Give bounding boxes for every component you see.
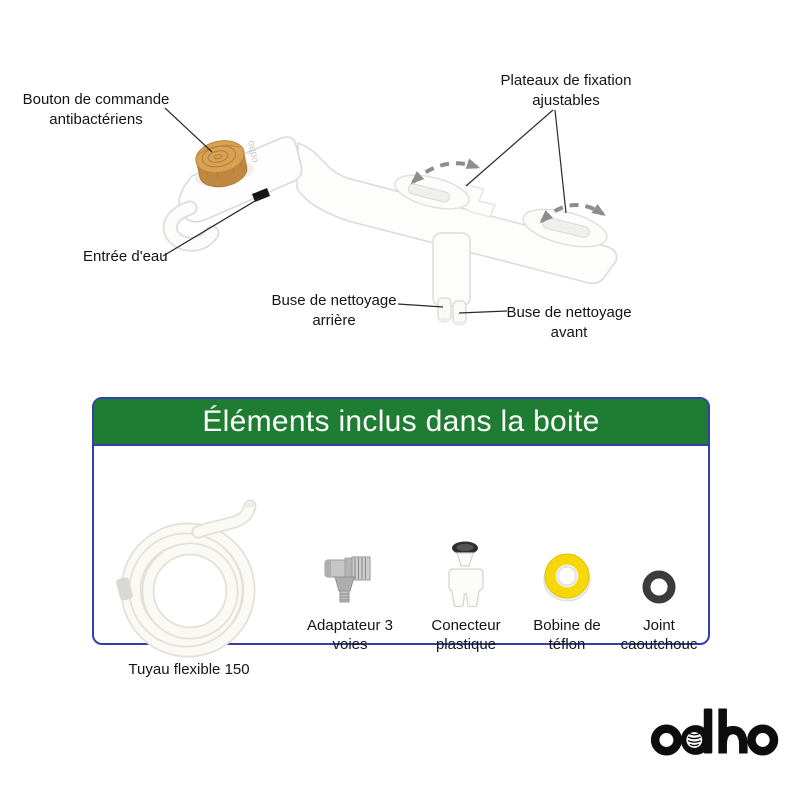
label-front-nozzle: Buse de nettoyage avant [506, 304, 632, 341]
device-arm [296, 141, 618, 285]
hose-coil-icon [116, 499, 257, 658]
rotate-arrow-right-icon [539, 203, 606, 224]
unit-curl [164, 202, 218, 250]
leader-lines [162, 107, 567, 314]
water-inlet-port [252, 188, 270, 202]
leader-plate-left [465, 109, 554, 187]
teflon-tape-icon [543, 553, 591, 602]
included-box-body: Tuyau flexible 150 Adaptateur 3 voies [94, 446, 708, 678]
included-items-box: Éléments inclus dans la boite Tuyau fl [92, 397, 710, 678]
item-label-oring: Joint caoutchouc [620, 617, 698, 653]
label-control-knob: Bouton de commande antibactériens [22, 91, 170, 128]
leader-plate-right [554, 109, 567, 214]
leader-inlet [162, 197, 261, 257]
plastic-connector-icon [448, 541, 484, 608]
label-fixation-plates: Plateaux de fixation ajustables [500, 72, 632, 109]
label-water-inlet: Entrée d'eau [83, 248, 168, 265]
odho-logo-icon [650, 708, 779, 756]
label-rear-nozzle: Buse de nettoyage arrière [271, 292, 397, 329]
leader-knob [164, 107, 213, 153]
rubber-ring-icon [642, 570, 676, 604]
nozzle-housing [432, 232, 471, 307]
arm-notch [462, 183, 496, 218]
brand-logo: odho [650, 704, 780, 763]
item-label-hose: Tuyau flexible 150 [128, 661, 250, 678]
bidet-device-illustration: odho [162, 107, 618, 326]
device-brand-marking: odho [245, 139, 260, 163]
leader-front-nozzle [458, 310, 508, 314]
rotate-arrow-left-icon [410, 158, 481, 185]
item-label-adapter: Adaptateur 3 voies [307, 617, 393, 653]
rear-nozzle [437, 297, 452, 323]
item-label-teflon: Bobine de téflon [533, 617, 601, 653]
included-box-title: Éléments inclus dans la boite [202, 404, 600, 438]
leader-rear-nozzle [397, 303, 444, 308]
t-adapter-icon [324, 556, 371, 603]
included-box-header: Éléments inclus dans la boite [94, 399, 708, 446]
item-label-connector: Conecteur plastique [431, 617, 501, 653]
